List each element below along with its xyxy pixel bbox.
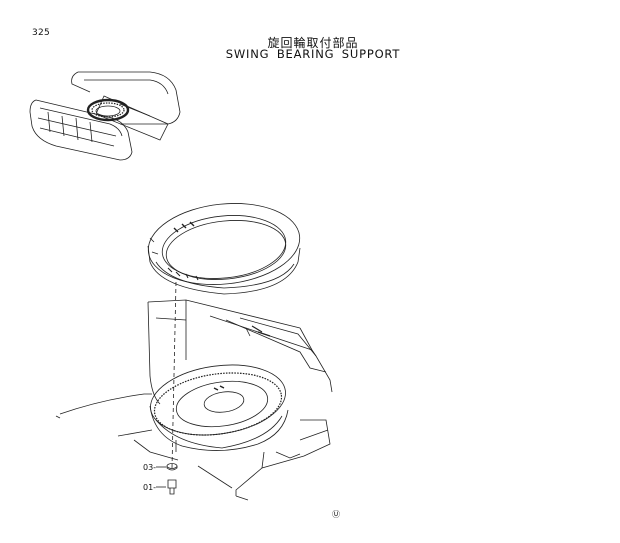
- undercarriage-overview-drawing: [29, 71, 181, 161]
- footer-mark: Ⓤ: [332, 510, 340, 519]
- page-title-japanese: 旋回輪取付部品: [267, 36, 359, 50]
- bolt-washer-drawing: [156, 463, 178, 495]
- bearing-mount-drawing: [149, 364, 289, 452]
- swing-bearing-ring-drawing: [147, 203, 301, 295]
- bolt-centerline: [171, 281, 177, 469]
- callout-label-01: 01-: [143, 483, 157, 492]
- page-number: 325: [32, 28, 51, 38]
- page-title-english: SWING BEARING SUPPORT: [225, 47, 401, 61]
- callout-label-03: 03-: [143, 463, 157, 472]
- turntable-frame-drawing: [55, 299, 333, 501]
